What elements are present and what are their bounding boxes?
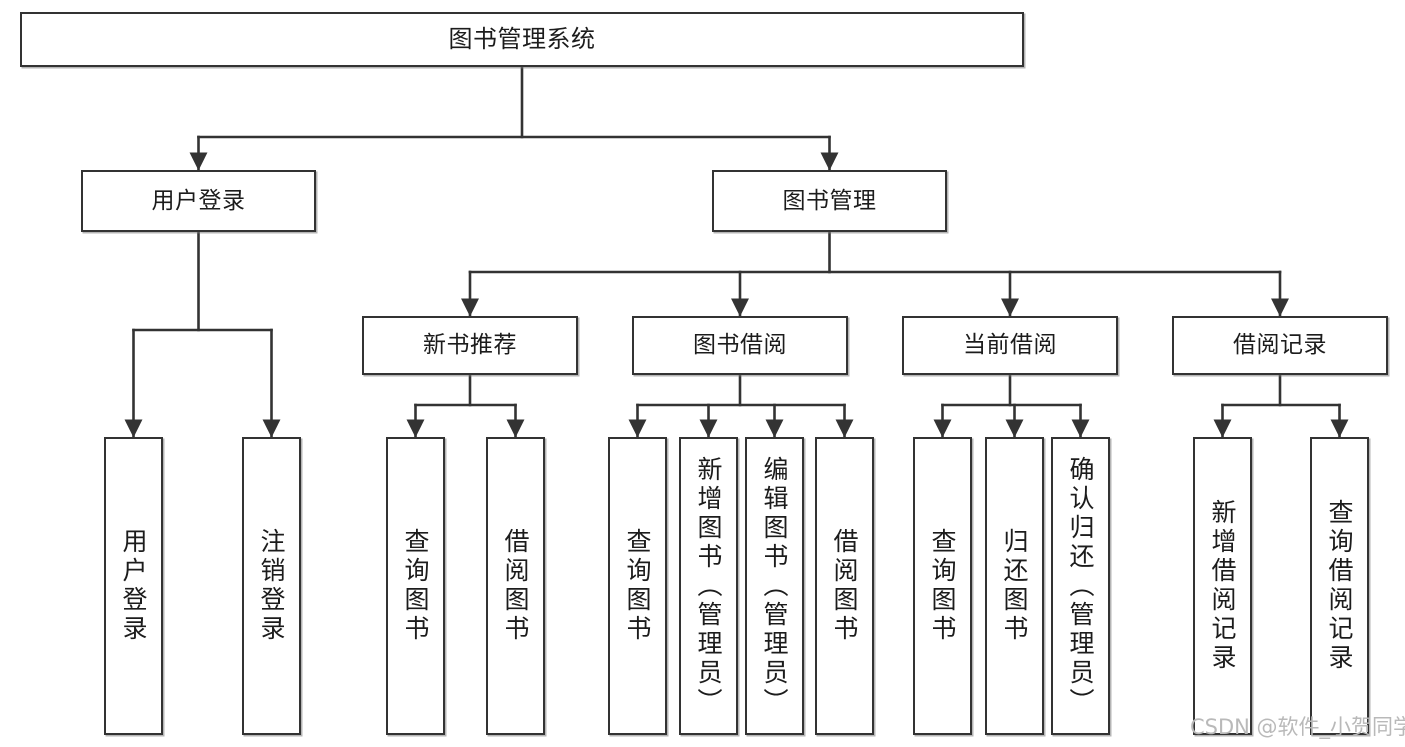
node-root[interactable]: 图书管理系统 — [20, 12, 1024, 67]
node-leaf8[interactable]: 借阅图书 — [815, 437, 874, 735]
node-bookmgmt[interactable]: 图书管理 — [712, 170, 947, 232]
node-leaf9[interactable]: 查询图书 — [913, 437, 972, 735]
node-leaf3[interactable]: 查询图书 — [386, 437, 445, 735]
node-login[interactable]: 用户登录 — [81, 170, 316, 232]
node-leaf1[interactable]: 用户登录 — [104, 437, 163, 735]
node-leaf4[interactable]: 借阅图书 — [486, 437, 545, 735]
node-label: 归还图书 — [1000, 528, 1029, 644]
node-label: 借阅图书 — [501, 528, 530, 644]
node-label: 图书管理系统 — [448, 24, 596, 53]
csdn-watermark: CSDN @软件_小贺同学 — [1190, 715, 1405, 739]
node-label: 借阅记录 — [1233, 332, 1327, 359]
node-label: 用户登录 — [151, 187, 246, 214]
node-label: 查询图书 — [623, 528, 652, 644]
node-leaf5[interactable]: 查询图书 — [608, 437, 667, 735]
node-label: 借阅图书 — [830, 528, 859, 644]
node-label: 查询图书 — [401, 528, 430, 644]
node-leaf7[interactable]: 编辑图书（管理员） — [745, 437, 804, 735]
node-leaf2[interactable]: 注销登录 — [242, 437, 301, 735]
node-label: 用户登录 — [119, 528, 148, 644]
node-label: 新增图书（管理员） — [694, 455, 723, 717]
node-label: 确认归还（管理员） — [1066, 455, 1095, 717]
node-records[interactable]: 借阅记录 — [1172, 316, 1388, 375]
node-leaf12[interactable]: 新增借阅记录 — [1193, 437, 1252, 735]
node-label: 图书借阅 — [693, 332, 787, 359]
node-current[interactable]: 当前借阅 — [902, 316, 1118, 375]
node-label: 当前借阅 — [963, 332, 1057, 359]
node-label: 注销登录 — [257, 528, 286, 644]
node-newbook[interactable]: 新书推荐 — [362, 316, 578, 375]
node-label: 新增借阅记录 — [1208, 499, 1237, 673]
node-label: 查询借阅记录 — [1325, 499, 1354, 673]
node-label: 编辑图书（管理员） — [760, 455, 789, 717]
node-label: 图书管理 — [782, 187, 877, 214]
node-borrow[interactable]: 图书借阅 — [632, 316, 848, 375]
node-leaf13[interactable]: 查询借阅记录 — [1310, 437, 1369, 735]
node-label: 新书推荐 — [423, 332, 517, 359]
node-label: 查询图书 — [928, 528, 957, 644]
node-leaf10[interactable]: 归还图书 — [985, 437, 1044, 735]
node-leaf6[interactable]: 新增图书（管理员） — [679, 437, 738, 735]
node-leaf11[interactable]: 确认归还（管理员） — [1051, 437, 1110, 735]
